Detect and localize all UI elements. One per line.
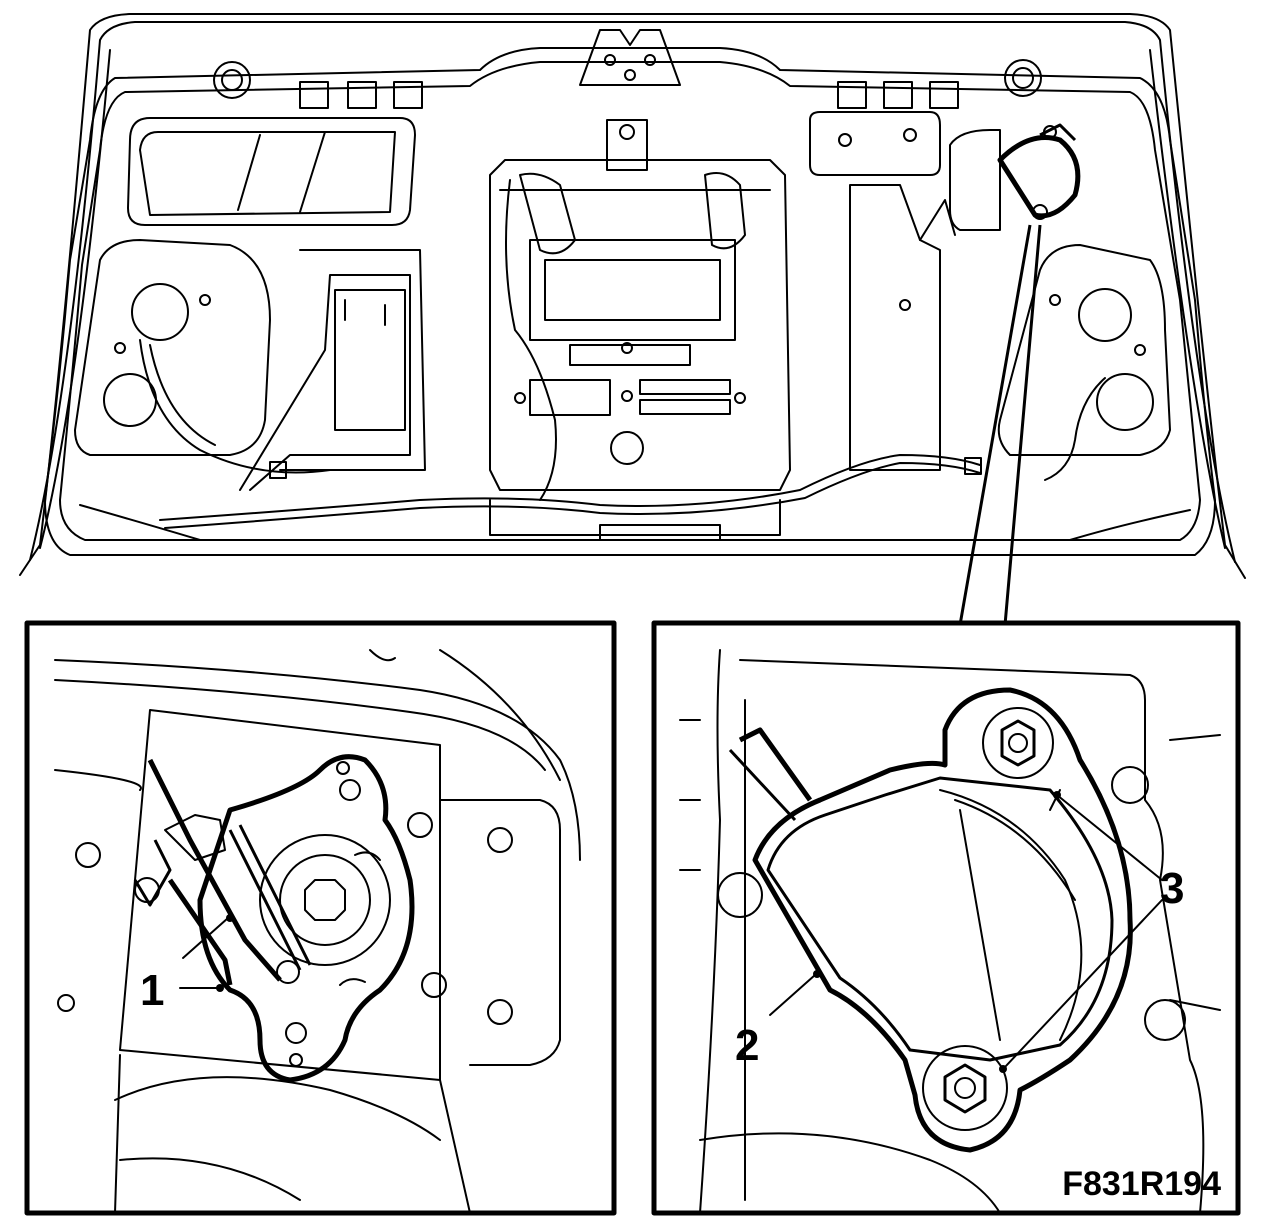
figure-code: F831R194	[1062, 1165, 1221, 1203]
callout-1: 1	[140, 914, 234, 1015]
callout-label-1: 1	[140, 966, 164, 1015]
detail-leader-line	[958, 224, 1042, 626]
callout-3: 3	[999, 791, 1184, 1073]
callout-2: 2	[735, 970, 821, 1070]
callout-label-2: 2	[735, 1021, 759, 1070]
callout-label-3: 3	[1160, 864, 1184, 913]
trunk-lid-overview	[19, 13, 1246, 579]
detail-view-left	[24, 620, 617, 1216]
detail-view-right	[651, 620, 1241, 1216]
